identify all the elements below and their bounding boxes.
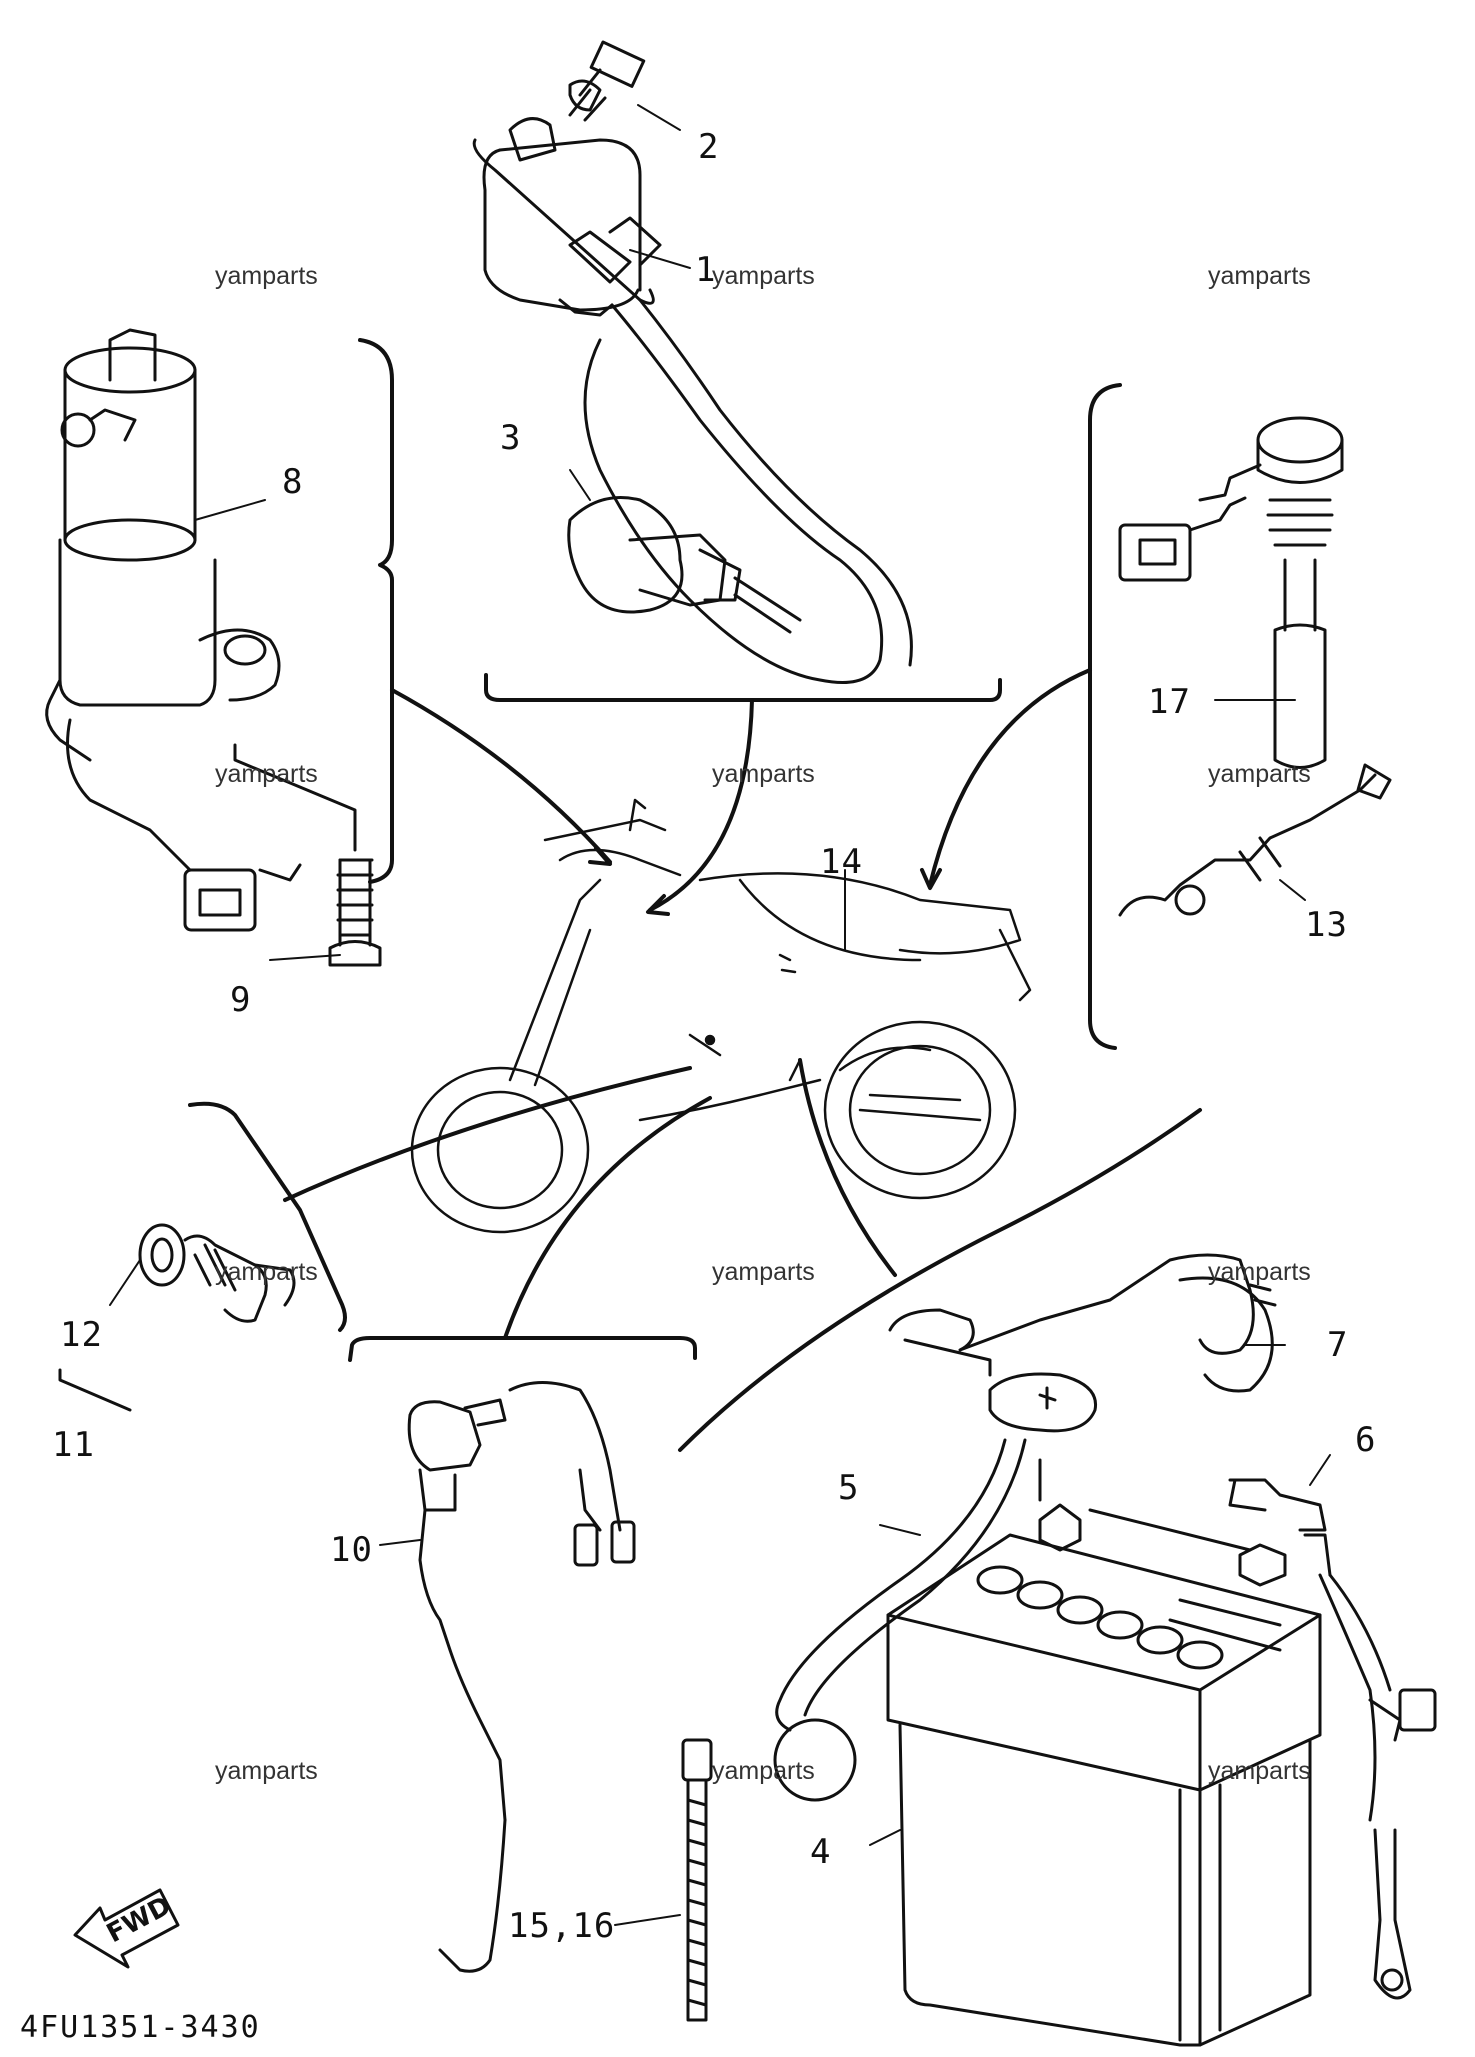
leader-lines [283, 668, 1092, 1340]
battery-band [888, 1253, 1277, 1393]
battery [886, 1503, 1322, 2047]
callout-14: 14 [820, 842, 863, 882]
callout-9: 9 [230, 980, 252, 1020]
callout-13: 13 [1305, 905, 1348, 945]
callout-2: 2 [698, 127, 720, 167]
watermark: yamparts [712, 760, 815, 788]
sensor-assembly [407, 1381, 636, 1973]
callout-17: 17 [1148, 682, 1191, 722]
callout-1: 1 [695, 250, 717, 290]
section-brackets [188, 338, 1202, 1452]
callout-5: 5 [838, 1468, 860, 1508]
wire-lead [1118, 763, 1392, 917]
watermark: yamparts [215, 1258, 318, 1286]
callout-12: 12 [60, 1315, 103, 1355]
callout-11: 11 [52, 1425, 95, 1465]
callout-8: 8 [282, 462, 304, 502]
diagram-code: 4FU1351-3430 [20, 2010, 261, 2045]
callout-7: 7 [1327, 1325, 1349, 1365]
callout-15-16: 15,16 [508, 1906, 616, 1946]
watermark: yamparts [1208, 1258, 1311, 1286]
callout-10: 10 [330, 1530, 373, 1570]
watermark: yamparts [215, 1757, 318, 1785]
watermark: yamparts [1208, 760, 1311, 788]
watermark: yamparts [712, 1757, 815, 1785]
callout-3: 3 [500, 418, 522, 458]
spark-plug-cap [567, 496, 802, 634]
watermark: yamparts [215, 262, 318, 290]
watermark: yamparts [712, 262, 815, 290]
main-switch [45, 328, 382, 967]
watermark: yamparts [712, 1258, 815, 1286]
callout-4: 4 [810, 1832, 832, 1872]
fwd-arrow-icon [73, 1888, 180, 1969]
ignition-coil [472, 40, 913, 684]
callout-leaders [109, 104, 1331, 1926]
battery-cells [976, 1565, 1224, 1670]
motorcycle-outline [410, 798, 1032, 1234]
watermark: yamparts [215, 760, 318, 788]
fuel-sender [1118, 416, 1344, 769]
neutral-switch [58, 1223, 296, 1412]
cable-tie [681, 1738, 713, 2022]
callout-6: 6 [1355, 1420, 1377, 1460]
watermark: yamparts [1208, 262, 1311, 290]
battery-cables [773, 1372, 1437, 2000]
watermark: yamparts [1208, 1757, 1311, 1785]
